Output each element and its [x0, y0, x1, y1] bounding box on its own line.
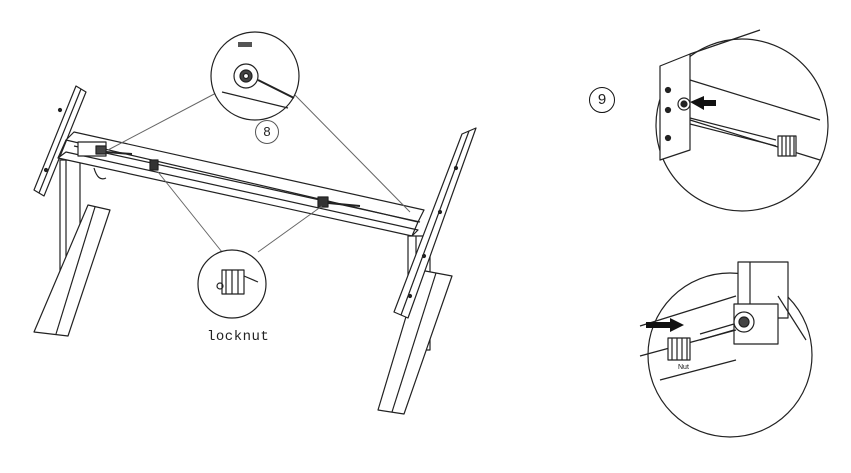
right-foot	[377, 269, 453, 415]
desk-frame	[33, 85, 477, 415]
step-number-8: 8	[255, 120, 279, 144]
arrow-right-icon	[646, 318, 684, 332]
detail-circle-locknut	[197, 249, 267, 319]
arrow-left-icon	[690, 96, 716, 110]
step-number-9: 9	[589, 87, 615, 113]
detail-circle-right-top	[655, 29, 829, 212]
left-foot	[33, 204, 111, 337]
leader-lines	[107, 91, 411, 253]
detail-circle-top	[210, 31, 300, 121]
locknut-label: locknut	[207, 329, 270, 345]
detail-circle-right-bottom	[639, 261, 813, 438]
cross-beam	[65, 131, 425, 223]
nut-label: Nut	[678, 364, 689, 371]
